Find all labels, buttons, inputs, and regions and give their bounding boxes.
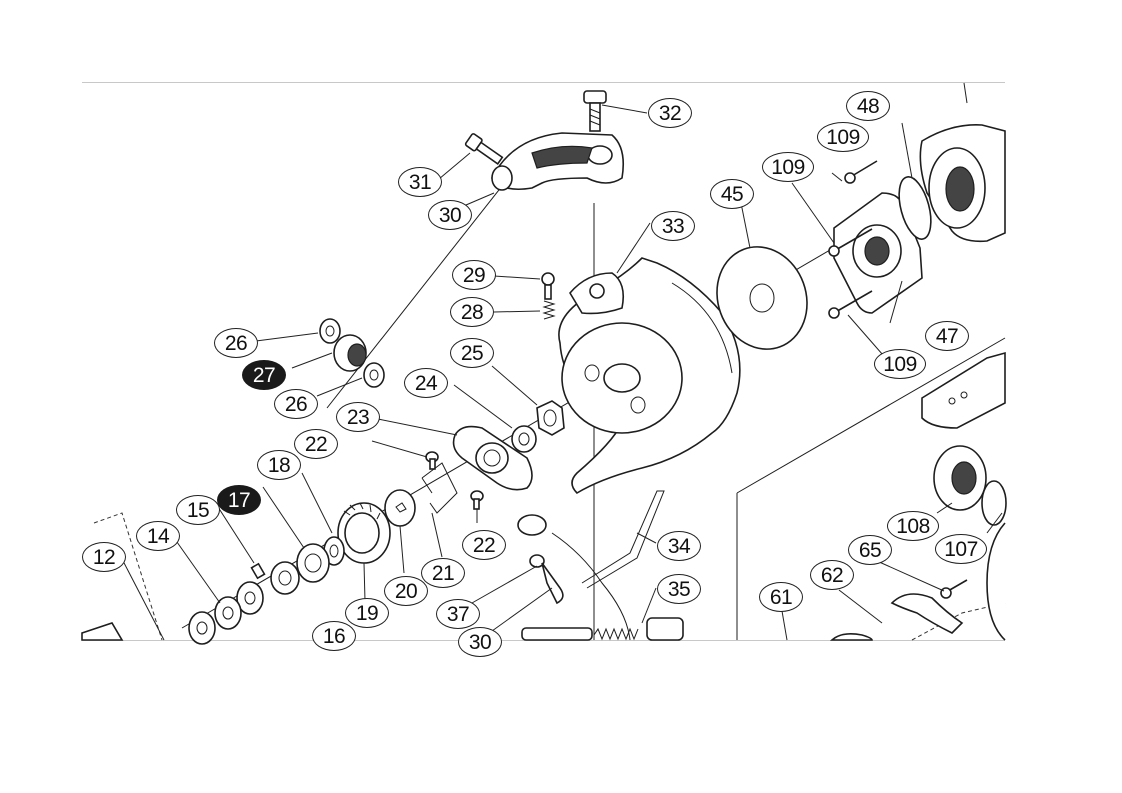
callout-31: 31 bbox=[398, 167, 442, 197]
screw-109c bbox=[828, 290, 873, 319]
callout-33: 33 bbox=[651, 211, 695, 241]
bearing-17 bbox=[296, 543, 330, 583]
callout-35: 35 bbox=[657, 574, 701, 604]
lever-62 bbox=[890, 593, 964, 634]
callout-109: 109 bbox=[762, 152, 814, 182]
bail-arm-30 bbox=[491, 132, 625, 191]
callout-21: 21 bbox=[421, 558, 465, 588]
leader-lines bbox=[121, 82, 1003, 641]
callout-23: 23 bbox=[336, 402, 380, 432]
callout-16: 16 bbox=[312, 621, 356, 651]
callout-30: 30 bbox=[458, 627, 502, 657]
spring-35 bbox=[521, 617, 684, 641]
key-15 bbox=[250, 562, 266, 580]
callout-109: 109 bbox=[817, 122, 869, 152]
spring-28 bbox=[542, 300, 556, 320]
plate-47 bbox=[833, 192, 923, 314]
component-61 bbox=[829, 633, 873, 641]
callout-37: 37 bbox=[436, 599, 480, 629]
bail-wire-34 bbox=[517, 490, 665, 641]
lever-plate bbox=[921, 351, 1006, 429]
screw-22b bbox=[470, 490, 484, 510]
callout-27: 27 bbox=[242, 360, 286, 390]
callout-30: 30 bbox=[428, 200, 472, 230]
gear-108 bbox=[933, 445, 987, 511]
o-ring-48 bbox=[898, 176, 932, 240]
callout-24: 24 bbox=[404, 368, 448, 398]
callout-25: 25 bbox=[450, 338, 494, 368]
callout-107: 107 bbox=[935, 534, 987, 564]
screw-109b bbox=[844, 160, 878, 184]
disc-45 bbox=[716, 246, 808, 350]
screw-32 bbox=[583, 90, 607, 132]
callout-45: 45 bbox=[710, 179, 754, 209]
washer-24 bbox=[511, 425, 537, 453]
callout-61: 61 bbox=[759, 582, 803, 612]
plate-23 bbox=[452, 425, 533, 491]
callout-65: 65 bbox=[848, 535, 892, 565]
callout-12: 12 bbox=[82, 542, 126, 572]
callout-22: 22 bbox=[294, 429, 338, 459]
callout-22: 22 bbox=[462, 530, 506, 560]
clip-21 bbox=[421, 462, 458, 514]
screw-29 bbox=[541, 272, 555, 300]
housing bbox=[919, 124, 1006, 243]
gear-nut-19 bbox=[337, 502, 391, 564]
callout-109: 109 bbox=[874, 349, 926, 379]
nut-25 bbox=[536, 400, 565, 436]
callout-62: 62 bbox=[810, 560, 854, 590]
callout-34: 34 bbox=[657, 531, 701, 561]
callout-108: 108 bbox=[887, 511, 939, 541]
callout-18: 18 bbox=[257, 450, 301, 480]
callout-26: 26 bbox=[214, 328, 258, 358]
screw-109a bbox=[828, 228, 873, 257]
callout-15: 15 bbox=[176, 495, 220, 525]
screw-65 bbox=[940, 579, 968, 599]
screw-31 bbox=[464, 133, 504, 166]
callout-29: 29 bbox=[452, 260, 496, 290]
callout-28: 28 bbox=[450, 297, 494, 327]
callout-47: 47 bbox=[925, 321, 969, 351]
ring-107 bbox=[981, 480, 1007, 526]
left-part-12 bbox=[81, 622, 124, 641]
post-37 bbox=[529, 554, 564, 605]
rotor-33 bbox=[558, 257, 741, 495]
parts-drawing bbox=[81, 82, 1007, 645]
callout-20: 20 bbox=[384, 576, 428, 606]
pinion-16 bbox=[270, 561, 300, 595]
side-housing bbox=[986, 522, 1006, 641]
washers-14 bbox=[188, 581, 264, 645]
callout-17: 17 bbox=[217, 485, 261, 515]
callout-19: 19 bbox=[345, 598, 389, 628]
bearing-group-26-27 bbox=[319, 318, 385, 388]
callout-32: 32 bbox=[648, 98, 692, 128]
callout-26: 26 bbox=[274, 389, 318, 419]
callout-48: 48 bbox=[846, 91, 890, 121]
callout-14: 14 bbox=[136, 521, 180, 551]
screw-22a bbox=[425, 451, 439, 470]
